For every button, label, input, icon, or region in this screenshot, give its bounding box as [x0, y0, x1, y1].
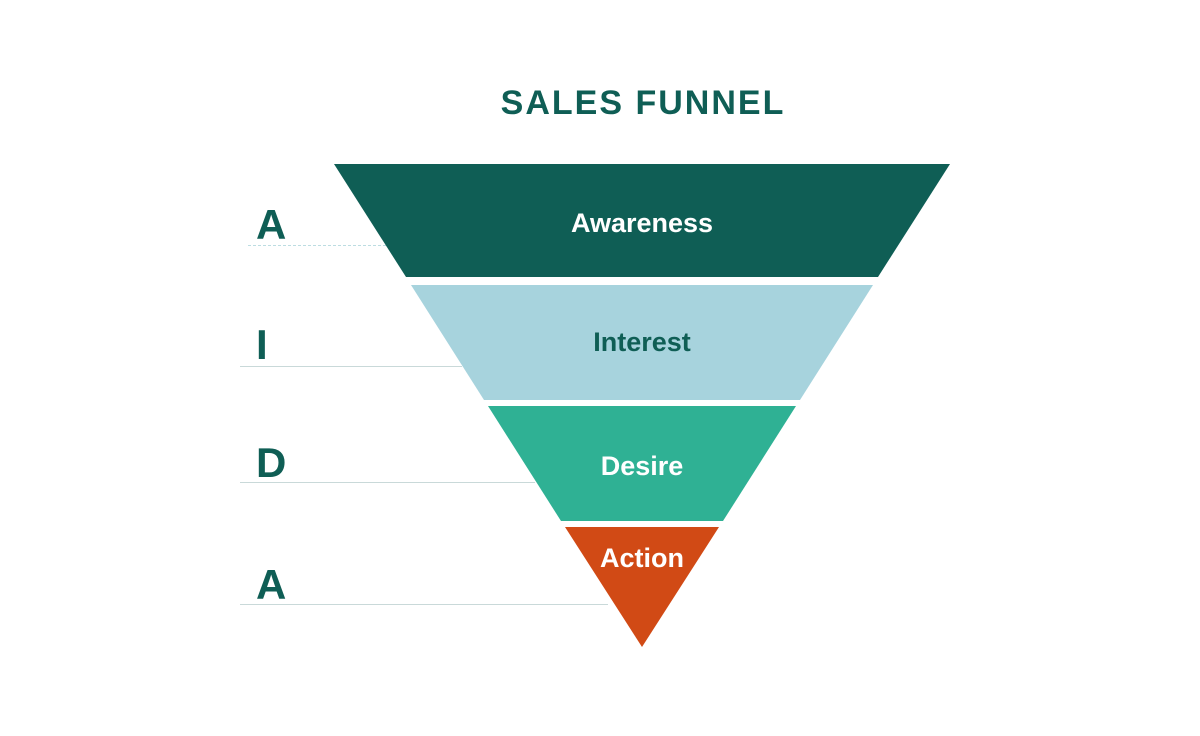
guide-line-action: [240, 604, 608, 605]
funnel-chart: Awareness Interest Desire Action: [334, 164, 950, 647]
funnel-segment-interest: [411, 285, 873, 400]
funnel-segment-awareness: [334, 164, 950, 277]
funnel-segment-action: [565, 527, 719, 647]
aida-letter-interest: I: [256, 321, 268, 368]
aida-letter-awareness: A: [256, 201, 287, 248]
guide-line-desire: [240, 482, 535, 483]
funnel-segment-interest-label: Interest: [593, 327, 691, 357]
aida-letter-action: A: [256, 561, 287, 608]
guide-line-interest: [240, 366, 462, 367]
funnel-segment-desire: [488, 406, 796, 521]
page-title: SALES FUNNEL: [500, 84, 786, 122]
aida-letter-desire: D: [256, 439, 287, 486]
funnel-segment-desire-label: Desire: [601, 451, 684, 481]
funnel-segment-awareness-label: Awareness: [571, 208, 713, 238]
guide-line-awareness: [248, 245, 386, 246]
funnel-segment-action-label: Action: [600, 543, 684, 573]
